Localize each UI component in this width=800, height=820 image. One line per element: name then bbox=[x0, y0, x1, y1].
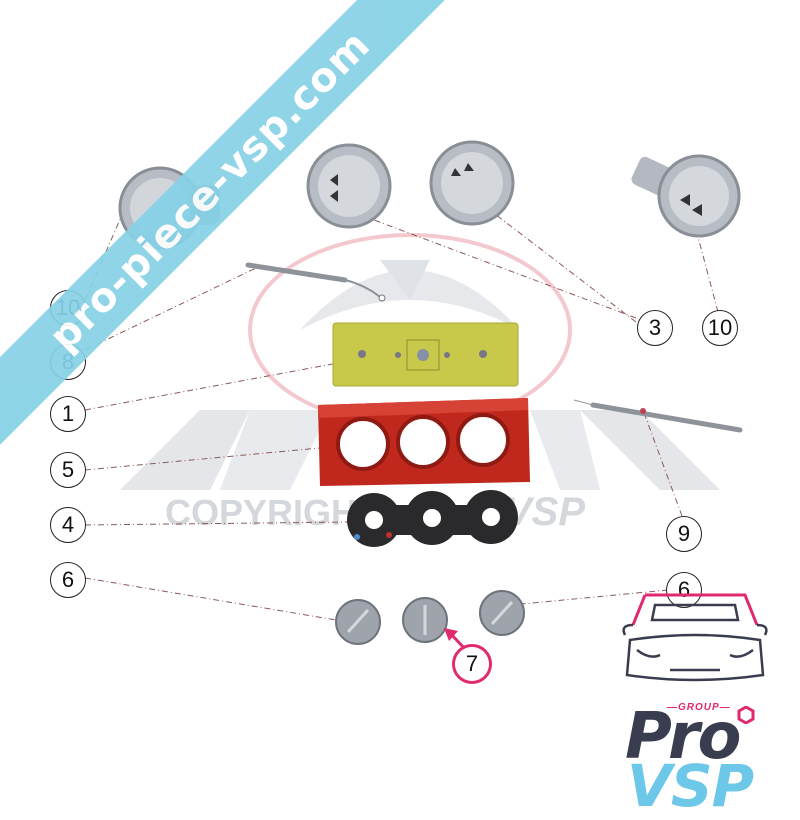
copyright-text: COPYRIGHT bbox=[165, 492, 380, 533]
callout-4: 4 bbox=[50, 507, 86, 543]
aixam-watermark bbox=[120, 233, 720, 490]
vent-3-left bbox=[306, 143, 392, 229]
leader-lines bbox=[84, 207, 719, 623]
faceplate-4 bbox=[347, 490, 518, 547]
callout-5: 5 bbox=[50, 452, 86, 488]
circuit-board-1 bbox=[332, 322, 519, 387]
callout-1: 1 bbox=[50, 396, 86, 432]
callout-10-right: 10 bbox=[702, 310, 738, 346]
copyright-watermark: COPYRIGHT bbox=[165, 492, 379, 534]
logo-pro-label: Pro bbox=[625, 700, 741, 774]
cable-8 bbox=[245, 262, 386, 302]
hex-nut-icon bbox=[737, 706, 755, 724]
vent-3-right bbox=[429, 140, 515, 226]
logo-vsp-label: VSP bbox=[627, 752, 754, 820]
callout-6-left: 6 bbox=[50, 562, 86, 598]
knob-7-center bbox=[402, 597, 448, 643]
knob-6-right bbox=[479, 590, 525, 636]
provsp-logo: —GROUP— Pro VSP bbox=[615, 590, 785, 820]
callout-3: 3 bbox=[637, 310, 673, 346]
knob-6-left bbox=[335, 599, 381, 645]
callout-7: 7 bbox=[452, 644, 492, 684]
copyright-suffix: VSP bbox=[505, 490, 586, 534]
logo-group-label: —GROUP— bbox=[667, 702, 731, 713]
bezel-5 bbox=[318, 398, 530, 486]
cable-9 bbox=[573, 399, 743, 433]
car-outline-icon bbox=[622, 593, 768, 682]
callout-9: 9 bbox=[666, 516, 702, 552]
vent-10-right bbox=[631, 154, 741, 238]
